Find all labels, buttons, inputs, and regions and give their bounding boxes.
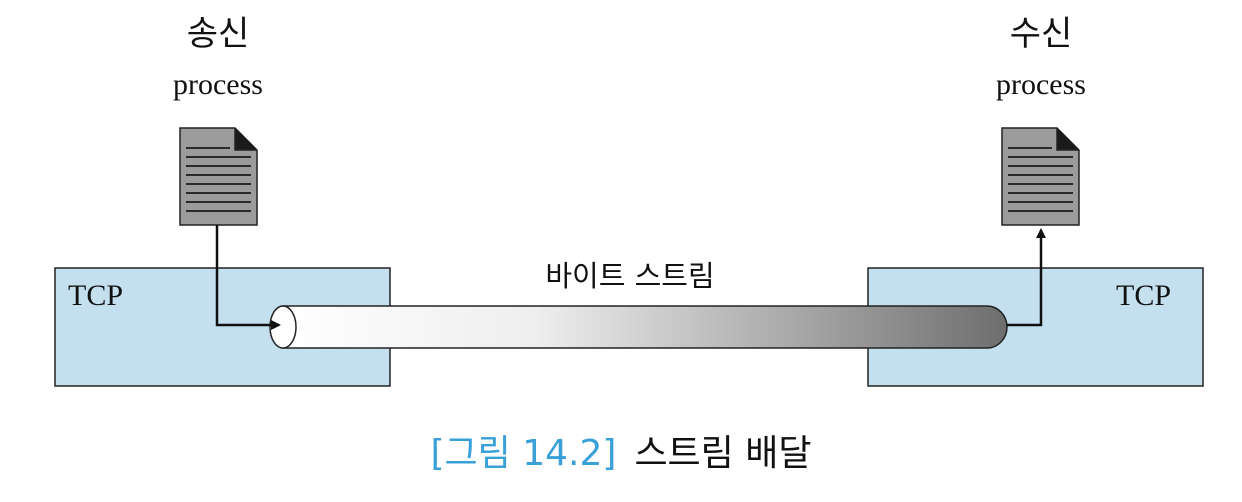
tcp-label-receiver: TCP bbox=[1116, 279, 1172, 312]
tcp-label-sender: TCP bbox=[68, 279, 124, 312]
sender-arrow bbox=[215, 225, 281, 330]
caption-title: 스트림 배달 bbox=[634, 433, 812, 474]
byte-stream-pipe bbox=[269, 305, 1008, 349]
receiver-document-icon bbox=[1001, 127, 1080, 226]
receiver-title: 수신 bbox=[1009, 14, 1073, 54]
sender-title: 송신 bbox=[186, 14, 250, 54]
sender-document-icon bbox=[179, 127, 258, 226]
receiver-process-label: process bbox=[996, 68, 1086, 101]
sender-process-label: process bbox=[173, 68, 263, 101]
receiver-arrow bbox=[1007, 228, 1046, 327]
figure-caption: [그림 14.2] 스트림 배달 bbox=[0, 432, 1242, 476]
caption-number: [그림 14.2] bbox=[430, 433, 617, 474]
byte-stream-label: 바이트 스트림 bbox=[545, 259, 715, 293]
